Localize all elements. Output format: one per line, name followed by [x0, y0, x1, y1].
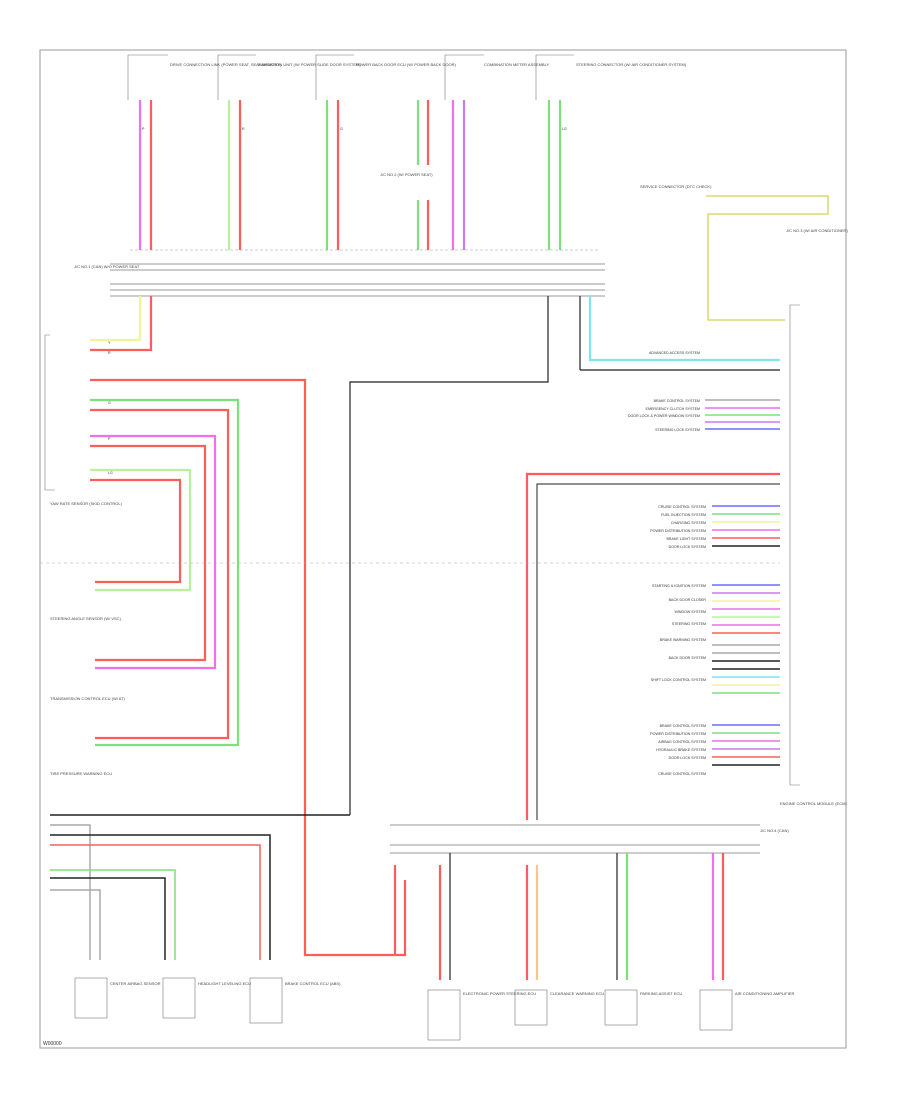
top-junction-bus: [110, 263, 605, 297]
wire-code-g: G: [340, 127, 343, 131]
ecm-signal-group-4: [712, 724, 780, 766]
top-component-labels: DRIVE CONNECTION LINK (POWER SEAT, SEAT …: [170, 62, 687, 67]
signal-2-4: BRAKE LIGHT SYSTEM: [667, 537, 706, 541]
left-component-labels: YAW RATE SENSOR (SKID CONTROL) STEERING …: [50, 501, 126, 776]
wire-code-p: P: [142, 127, 145, 131]
signal-2-1: FUEL INJECTION SYSTEM: [661, 513, 706, 517]
left-connector-outline: [44, 334, 55, 491]
signal-4-4: DOOR LOCK SYSTEM: [669, 756, 706, 760]
ecm-signal-labels-4: BRAKE CONTROL SYSTEM POWER DISTRIBUTION …: [650, 724, 706, 776]
signal-3-5: BACK DOOR SYSTEM: [669, 656, 706, 660]
left-component-2: STEERING ANGLE SENSOR (W/ VSC): [50, 616, 122, 621]
signal-4-5: CRUISE CONTROL SYSTEM: [658, 772, 706, 776]
bottom-component-5: CLEARANCE WARNING ECU: [550, 991, 604, 996]
signal-2-2: CHARGING SYSTEM: [671, 521, 706, 525]
left-wire-code-r: R: [108, 351, 111, 355]
left-component-1: YAW RATE SENSOR (SKID CONTROL): [50, 501, 123, 506]
top-component-5: STEERING CONNECTOR (W/ AIR CONDITIONER S…: [576, 62, 687, 67]
signal-3-6: SHIFT LOCK CONTROL SYSTEM: [651, 678, 706, 682]
left-wire-code-g: G: [108, 401, 111, 405]
left-wire-code-lg: LG: [108, 471, 113, 475]
junction-label-right-upper: J/C NO.3 (W/ AIR CONDITIONER): [786, 228, 848, 233]
signal-1-4: STEERING LOCK SYSTEM: [655, 428, 700, 432]
top-component-4: COMBINATION METER ASSEMBLY: [484, 62, 550, 67]
bottom-component-2: HEADLIGHT LEVELING ECU: [198, 981, 251, 986]
bottom-component-6: PARKING ASSIST ECU: [640, 991, 682, 996]
wire-code-lg: LG: [562, 127, 567, 131]
signal-3-2: WINDOW SYSTEM: [674, 610, 706, 614]
signal-4-3: HYDRAULIC BRAKE SYSTEM: [656, 748, 706, 752]
ecm-can-red: [525, 472, 780, 820]
top-component-3: POWER BACK DOOR ECU (W/ POWER BACK DOOR): [356, 62, 456, 67]
left-wiring: [90, 296, 407, 957]
left-component-3: TRANSMISSION CONTROL ECU (W/ AT): [50, 696, 126, 701]
signal-4-2: AIRBAG CONTROL SYSTEM: [658, 740, 706, 744]
signal-2-5: DOOR LOCK SYSTEM: [669, 545, 706, 549]
ecm-can-dark: [536, 483, 780, 820]
diagram-frame: [39, 49, 847, 1049]
footer-code: W00000: [43, 1041, 62, 1047]
dark-link-wire: [349, 296, 549, 815]
signal-1-3: DOOR LOCK & POWER WINDOW SYSTEM: [628, 414, 700, 418]
left-wire-code-y: Y: [108, 341, 111, 345]
bottom-component-3: BRAKE CONTROL ECU (ABS): [285, 981, 341, 986]
signal-4-0: BRAKE CONTROL SYSTEM: [660, 724, 706, 728]
signal-1-2: EMERGENCY CLUTCH SYSTEM: [646, 407, 700, 411]
ecm-signal-group-2: [712, 505, 780, 547]
bottom-component-7: AIR CONDITIONING AMPLIFIER: [735, 991, 794, 996]
signal-2-3: POWER DISTRIBUTION SYSTEM: [650, 529, 706, 533]
service-connector-wiring: [706, 194, 830, 322]
signal-3-4: BRAKE WARNING SYSTEM: [660, 638, 706, 642]
signal-1-0: ADVANCED ACCESS SYSTEM: [649, 351, 700, 355]
top-wire-labels: P R G LG: [142, 127, 567, 131]
signal-3-1: BACK DOOR CLOSER: [669, 598, 707, 602]
signal-2-0: CRUISE CONTROL SYSTEM: [658, 505, 706, 509]
bottom-component-1: CENTER AIRBAG SENSOR: [110, 981, 161, 986]
bottom-junction: [390, 824, 760, 854]
wire-code-r: R: [242, 127, 245, 131]
junction-label-top-left: J/C NO.1 (CAN) W/O POWER SEAT: [74, 264, 140, 269]
ecm-signal-labels-1: ADVANCED ACCESS SYSTEM BRAKE CONTROL SYS…: [628, 351, 700, 432]
left-component-4: TIRE PRESSURE WARNING ECU: [50, 771, 112, 776]
top-connectors: [127, 54, 574, 100]
ecm-signal-labels-2: CRUISE CONTROL SYSTEM FUEL INJECTION SYS…: [650, 505, 706, 549]
bottom-component-4: ELECTRONIC POWER STEERING ECU: [463, 991, 536, 996]
top-component-2: NAVIGATION UNIT (W/ POWER SLIDE DOOR SYS…: [258, 62, 361, 67]
ecm-signal-group-3: [712, 584, 780, 694]
junction-label-top-mid: J/C NO.2 (W/ POWER SEAT): [380, 172, 433, 177]
bottom-wire-pairs: [393, 853, 725, 980]
signal-3-3: STEERING SYSTEM: [672, 622, 706, 626]
bottom-connector-boxes: [74, 977, 733, 1041]
top-component-1: DRIVE CONNECTION LINK (POWER SEAT, SEAT …: [170, 62, 282, 67]
signal-4-1: POWER DISTRIBUTION SYSTEM: [650, 732, 706, 736]
ecm-connector-outline: [789, 304, 800, 786]
left-wire-code-p: P: [108, 437, 111, 441]
left-wire-codes: Y R G P LG: [108, 341, 113, 475]
bottom-component-labels: CENTER AIRBAG SENSOR HEADLIGHT LEVELING …: [110, 981, 794, 996]
signal-1-1: BRAKE CONTROL SYSTEM: [654, 399, 700, 403]
ecm-label: ENGINE CONTROL MODULE (ECM): [780, 801, 847, 806]
top-wire-pairs: [138, 100, 562, 250]
signal-3-0: STARTING & IGNITION SYSTEM: [652, 584, 706, 588]
junction-label-bottom: J/C NO.4 (CAN): [760, 828, 789, 833]
ecm-signal-labels-3: STARTING & IGNITION SYSTEM BACK DOOR CLO…: [651, 584, 707, 682]
bottom-left-bus: [50, 814, 350, 960]
cyan-link-wire: [588, 296, 780, 362]
ecm-signal-group-1: [705, 399, 780, 430]
service-connector-label: SERVICE CONNECTOR (DTC CHECK): [640, 184, 712, 189]
